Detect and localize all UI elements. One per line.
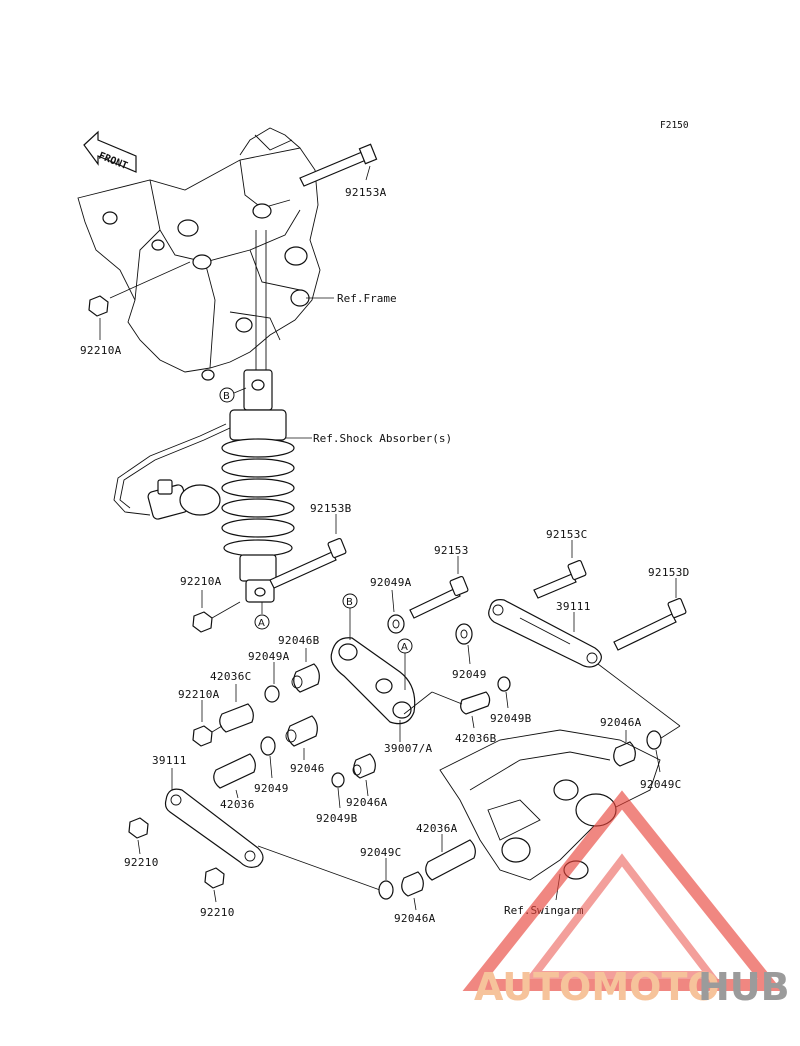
label-92049: 92049 [452,668,487,681]
watermark-part1: AUTOMOTO [474,965,720,1009]
washer-92049b-right [497,676,511,692]
washer-92049b-mid [331,772,345,788]
bushing-92046a-mid [352,753,376,779]
marker-a-top: A [258,618,265,629]
label-92049a-right: 92049A [370,576,412,589]
label-42036a: 42036A [416,822,458,835]
nut-92210a-top [88,295,109,317]
bolt-92153c [533,559,587,599]
spacer-42036a [425,839,476,881]
label-42036: 42036 [220,798,255,811]
bolt-92153d [613,597,687,651]
nut-92210-a [128,817,149,839]
label-92049b-right: 92049B [490,712,532,725]
washer-92049c-low [378,880,394,900]
label-92046a-mid: 92046A [346,796,388,809]
spacer-42036b [460,691,491,715]
label-92049c-right: 92049C [640,778,682,791]
label-42036c: 42036C [210,670,252,683]
washer-92049c-right [646,730,662,750]
spacer-42036 [213,753,256,789]
shock-absorber-drawing [113,369,295,603]
label-42036b: 42036B [455,732,497,745]
bushing-92046b [291,663,320,693]
bolt-92153 [409,575,469,619]
bolt-92153a [299,143,378,187]
label-92210a-top: 92210A [80,344,122,357]
label-92049b-mid: 92049B [316,812,358,825]
label-39007a: 39007/A [384,742,433,755]
label-92046: 92046 [290,762,325,775]
label-92049a-left: 92049A [248,650,290,663]
label-92210-a: 92210 [124,856,159,869]
label-92049c-low: 92049C [360,846,402,859]
marker-b-mid: B [346,597,353,608]
label-92049-left: 92049 [254,782,289,795]
label-92210-b: 92210 [200,906,235,919]
ref-frame: Ref.Frame [337,292,397,305]
nut-92210a-low [192,725,213,747]
automotohub-logo: AUTOMOTO HUB [462,790,790,1009]
label-92046a-right: 92046A [600,716,642,729]
marker-b-top: B [223,391,230,402]
label-92153a: 92153A [345,186,387,199]
label-39111-left: 39111 [152,754,187,767]
label-92153d: 92153D [648,566,690,579]
label-39111-right: 39111 [556,600,591,613]
front-arrow-icon: FRONT [83,130,137,173]
link-39111-left [164,788,264,868]
marker-a-mid: A [401,642,408,653]
washer-92049 [455,623,473,645]
frame-drawing [77,127,321,381]
washer-92049a-right [387,614,405,634]
spacer-42036c [219,703,254,733]
label-92153c: 92153C [546,528,588,541]
diagram-code: F2150 [660,120,689,131]
nut-92210-b [204,867,225,889]
bolt-92153b [269,537,347,589]
washer-92049a-left [264,685,280,703]
label-92210a-low: 92210A [178,688,220,701]
bushing-92046 [285,715,318,747]
label-92046b: 92046B [278,634,320,647]
label-92046a-low: 92046A [394,912,436,925]
nut-92210a-mid [192,611,213,633]
watermark-part2: HUB [698,965,790,1009]
label-92210a-mid: 92210A [180,575,222,588]
bushing-92046a-low [401,871,424,897]
label-92153: 92153 [434,544,469,557]
label-92153b: 92153B [310,502,352,515]
ref-shock: Ref.Shock Absorber(s) [313,432,452,445]
bushing-92046a-right [613,741,636,767]
rocker-39007a [330,637,416,725]
washer-92049-left [260,736,276,756]
